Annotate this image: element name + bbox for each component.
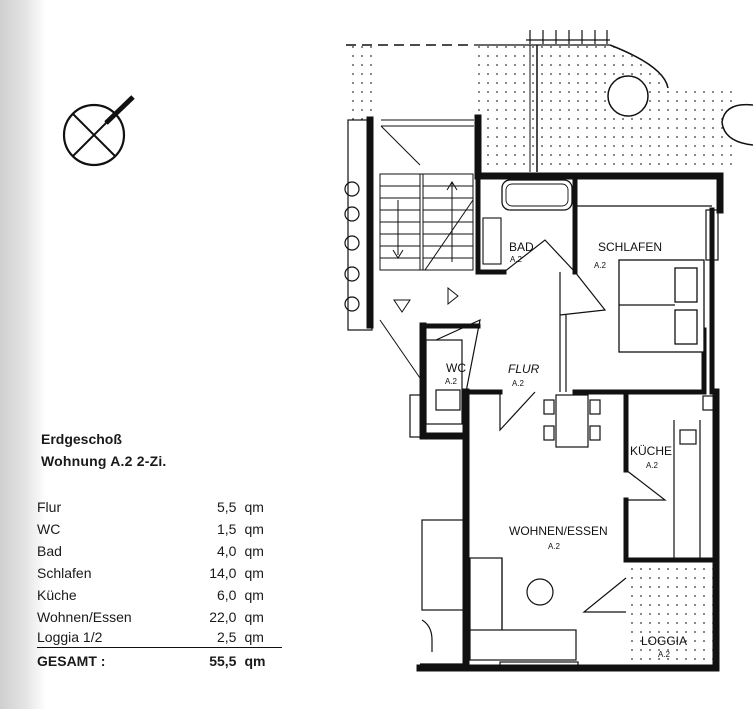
area-value: 5,5 — [216, 499, 237, 515]
coffee-table — [526, 578, 554, 606]
area-value: 4,0 — [216, 543, 237, 559]
garden-strip-left — [346, 45, 372, 127]
room-code-loggia: A.2 — [658, 650, 671, 659]
total-value: 55,5 — [209, 653, 237, 669]
page-edge-shadow — [0, 0, 46, 709]
area-name: Schlafen — [37, 565, 92, 581]
room-label-flur: FLUR — [508, 362, 540, 376]
area-value: 2,5 — [216, 629, 237, 645]
room-label-kueche: KÜCHE — [630, 444, 672, 458]
room-code-schlafen: A.2 — [594, 261, 607, 270]
area-value: 6,0 — [216, 587, 237, 603]
area-unit: qm — [244, 543, 264, 559]
area-unit: qm — [244, 499, 264, 515]
room-code-wc: A.2 — [445, 377, 458, 386]
area-value: 22,0 — [209, 609, 237, 625]
dining-table — [543, 394, 601, 448]
area-unit: qm — [244, 587, 264, 603]
area-unit: qm — [244, 521, 264, 537]
area-row: Küche 6,0 qm — [37, 584, 282, 606]
area-row: Flur 5,5 qm — [37, 496, 282, 518]
area-row: WC 1,5 qm — [37, 518, 282, 540]
area-table: Flur 5,5 qm WC 1,5 qm Bad 4,0 qm Schlafe… — [37, 496, 282, 672]
room-code-flur: A.2 — [512, 379, 525, 388]
room-code-bad: A.2 — [510, 255, 523, 264]
area-row: Bad 4,0 qm — [37, 540, 282, 562]
room-label-bad: BAD — [509, 240, 534, 254]
room-code-kueche: A.2 — [646, 461, 659, 470]
bed — [618, 259, 705, 353]
sofa — [469, 557, 577, 661]
area-row: Schlafen 14,0 qm — [37, 562, 282, 584]
area-unit: qm — [244, 565, 264, 581]
room-label-loggia: LOGGIA — [641, 634, 687, 648]
area-unit: qm — [244, 609, 264, 625]
floor-heading: Erdgeschoß — [41, 431, 122, 447]
total-unit: qm — [244, 653, 266, 669]
loggia-floor — [628, 565, 714, 670]
area-row: Loggia 1/2 2,5 qm — [37, 628, 282, 648]
bathtub — [501, 179, 573, 211]
area-total-row: GESAMT : 55,5 qm — [37, 650, 282, 672]
area-row: Wohnen/Essen 22,0 qm — [37, 606, 282, 628]
area-unit: qm — [244, 629, 264, 645]
north-arrow-icon — [62, 95, 135, 167]
area-value: 14,0 — [209, 565, 237, 581]
staircase — [379, 119, 474, 379]
garden-area — [474, 45, 735, 172]
area-name: Wohnen/Essen — [37, 609, 132, 625]
room-label-wohnen: WOHNEN/ESSEN — [509, 524, 608, 538]
tree-icon — [607, 75, 649, 117]
area-name: WC — [37, 521, 61, 537]
area-name: Flur — [37, 499, 62, 515]
tree-icon — [721, 103, 753, 146]
area-name: Küche — [37, 587, 77, 603]
area-name: Loggia 1/2 — [37, 629, 103, 645]
area-name: Bad — [37, 543, 62, 559]
unit-heading: Wohnung A.2 2-Zi. — [41, 453, 167, 469]
room-label-wc: WC — [446, 361, 466, 375]
room-label-schlafen: SCHLAFEN — [598, 240, 662, 254]
room-code-wohnen: A.2 — [548, 542, 561, 551]
total-label: GESAMT : — [37, 653, 106, 669]
area-value: 1,5 — [216, 521, 237, 537]
